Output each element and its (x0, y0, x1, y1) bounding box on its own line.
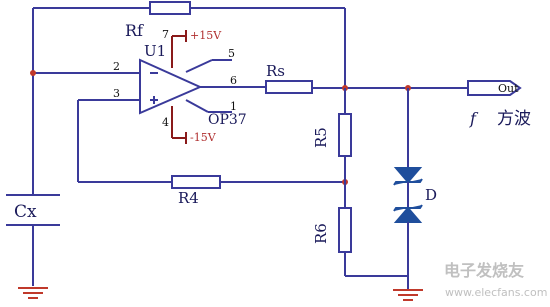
output-freq-label: f (469, 109, 479, 128)
output-port-label: Out (498, 82, 519, 95)
label-d: D (425, 186, 437, 204)
label-r6: R6 (312, 223, 330, 244)
label-r4: R4 (178, 189, 199, 207)
label-rf: Rf (125, 21, 144, 40)
diode-lower (393, 206, 423, 223)
resistor-rf (149, 1, 191, 15)
output-port (467, 80, 522, 96)
watermark-cn: 电子发烧友 (444, 261, 525, 280)
pin-6: 6 (230, 74, 237, 87)
pin-5: 5 (228, 47, 235, 60)
pin-1: 1 (230, 100, 237, 113)
pin-2: 2 (113, 60, 120, 73)
pin-4: 4 (162, 116, 169, 129)
resistor-r5 (338, 113, 352, 157)
watermark-url: www.elecfans.com (445, 286, 547, 299)
diode-upper (393, 167, 423, 184)
pin1-wire (185, 99, 209, 113)
pin5-wire (185, 59, 213, 73)
diode-lower-bar (393, 204, 423, 212)
ground-icon (18, 287, 48, 299)
output-wave-label: 方波 (497, 109, 531, 129)
label-vneg: -15V (190, 131, 217, 144)
label-u1: U1 (144, 42, 166, 60)
label-vpos: +15V (190, 29, 222, 42)
resistor-r4 (171, 175, 221, 189)
label-cx: Cx (14, 202, 37, 222)
resistor-rs (265, 80, 313, 94)
pin-3: 3 (113, 87, 120, 100)
label-opamp-model: OP37 (208, 112, 247, 128)
resistor-r6 (338, 207, 352, 253)
ground-icon (393, 289, 423, 301)
pin-7: 7 (162, 28, 169, 41)
label-r5: R5 (312, 127, 330, 148)
opamp-body (139, 58, 203, 115)
label-rs: Rs (266, 62, 285, 80)
junction-inverting (30, 70, 36, 76)
